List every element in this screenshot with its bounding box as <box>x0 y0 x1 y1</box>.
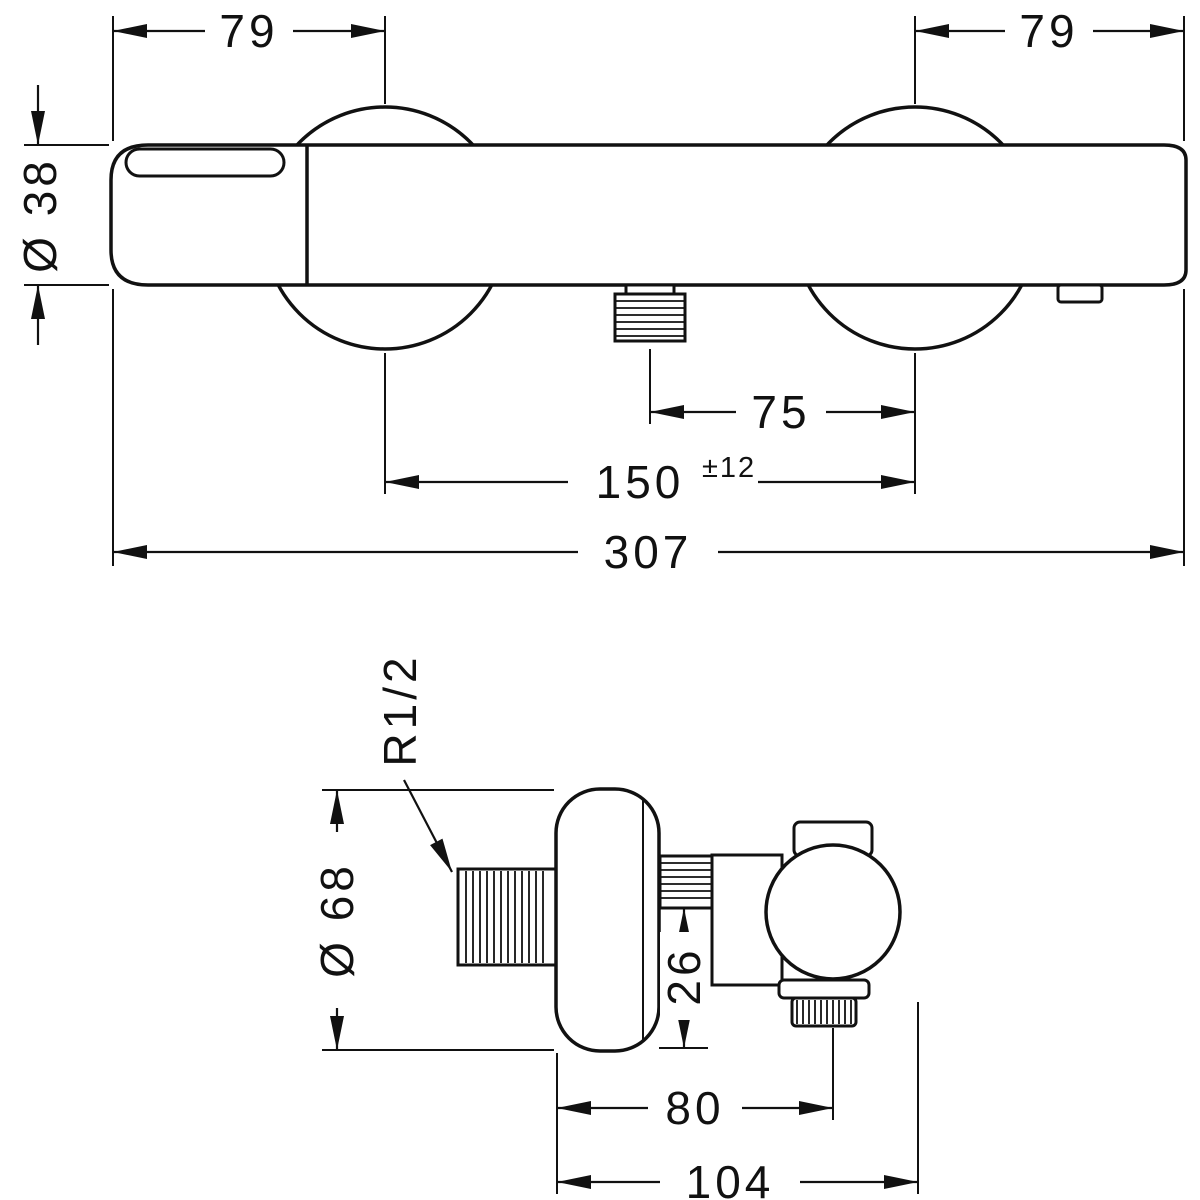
outlet-thread-lines <box>616 300 684 337</box>
thread-leader-line <box>403 779 453 873</box>
connector-nut-lines <box>661 862 711 899</box>
front-view: 79 79 Ø 38 75 150 ±12 307 <box>14 5 1188 578</box>
inlet-pipe-body <box>456 867 558 967</box>
inlet-thread-lines <box>465 871 544 963</box>
dim-label-104: 104 <box>686 1156 775 1200</box>
dim-label-79-left: 79 <box>219 5 278 57</box>
dim-label-r12: R1/2 <box>374 653 426 766</box>
escutcheon-plate <box>554 787 661 1053</box>
side-view: R1/2 Ø 68 26 80 104 <box>311 653 919 1200</box>
knurled-knob-lines <box>796 1000 852 1024</box>
dim-label-75: 75 <box>751 386 810 438</box>
dim-label-150-tolerance: ±12 <box>702 452 756 484</box>
dim-label-150: 150 <box>596 456 685 508</box>
outlet-connector <box>613 283 687 343</box>
dim-label-26: 26 <box>658 946 710 1005</box>
knurled-knob <box>790 996 858 1028</box>
inlet-pipe <box>456 867 558 967</box>
side-dimension-labels: R1/2 Ø 68 26 80 104 <box>311 653 800 1200</box>
thermostat-handle <box>764 843 902 981</box>
dim-label-dia68: Ø 68 <box>311 862 363 978</box>
connector-nut <box>658 854 714 910</box>
dim-label-dia38: Ø 38 <box>14 157 66 273</box>
knurled-knob-body <box>790 996 858 1028</box>
valve-body <box>710 853 784 987</box>
right-stop-tab <box>1056 283 1104 304</box>
dim-label-80: 80 <box>665 1082 724 1134</box>
connector-nut-body <box>658 854 714 910</box>
lower-flange <box>777 978 871 1000</box>
dim-label-307: 307 <box>604 526 693 578</box>
front-dimension-labels: 79 79 Ø 38 75 150 ±12 307 <box>14 5 1093 578</box>
mixer-bar-body <box>109 143 1188 287</box>
dim-label-79-right: 79 <box>1019 5 1078 57</box>
handle-grip-detail <box>124 147 286 178</box>
